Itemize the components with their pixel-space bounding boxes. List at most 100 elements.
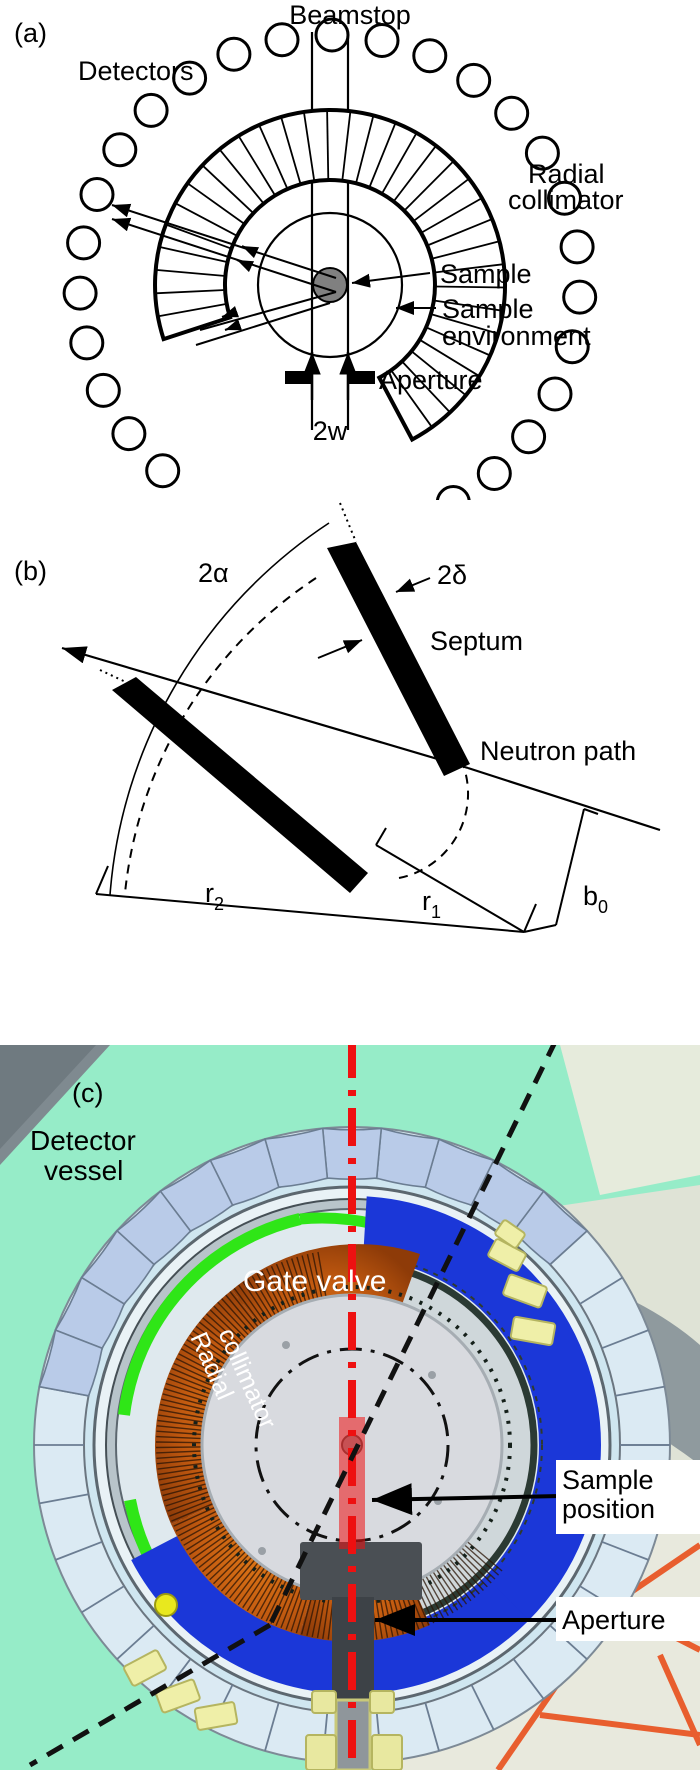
guide-lines-dashed: [28, 1045, 557, 1768]
detector-element: [133, 92, 169, 128]
collimator-blade-c: [233, 1287, 263, 1326]
outer-arc-r2: [109, 522, 330, 896]
detector-segment-divider: [264, 1702, 280, 1752]
collimator-blade-c: [233, 1564, 263, 1602]
sample-environment-circle: [256, 211, 404, 359]
detector-element: [524, 135, 560, 171]
collimator-blade-c: [301, 1255, 315, 1301]
collimator-blade-c: [189, 1334, 229, 1362]
collimator-blade: [155, 289, 226, 295]
detector-element: [456, 62, 492, 98]
collimator-blade-c: [435, 1568, 463, 1608]
dimension-r1: [375, 827, 525, 933]
radial-collimator: [153, 108, 507, 443]
detector-element: [476, 456, 512, 491]
collimator-blade-c: [256, 1273, 280, 1315]
dimension-b0: [523, 808, 599, 933]
panel-a: Beamstop (a) Detectors Radial collimator…: [0, 0, 700, 500]
collimator-blade: [159, 246, 228, 263]
aperture-label: Aperture: [379, 365, 483, 395]
septum-left: [112, 677, 368, 893]
detector-element: [511, 419, 547, 455]
collimator-blade-c: [155, 1441, 203, 1444]
detector-element: [172, 60, 208, 96]
detector-segment-divider: [615, 1385, 665, 1397]
sample-position-label-line2: position: [562, 1494, 655, 1524]
detector-segment-divider: [601, 1329, 649, 1350]
collimator-blade: [390, 369, 433, 428]
collimator-blade-c: [180, 1517, 222, 1542]
collimator-blade-c: [445, 1561, 476, 1598]
collimator-blade-c: [432, 1571, 459, 1611]
collimator-blade-c: [237, 1566, 266, 1606]
collimator-blade-c: [169, 1372, 213, 1391]
collimator-blade: [303, 111, 316, 182]
collimator-blade: [165, 223, 232, 250]
collimator-blade-c: [169, 1498, 213, 1517]
collimator-blade-c: [306, 1254, 319, 1300]
collimator-blade-c: [156, 1425, 203, 1431]
collimator-blade-c: [173, 1362, 216, 1384]
collimator-blade-c: [311, 1252, 323, 1299]
collimator-blade-c: [213, 1550, 247, 1585]
collimator-blade-c: [255, 1575, 280, 1617]
two-alpha-label: 2α: [198, 558, 229, 588]
sample-environment-label-line1: Sample: [442, 294, 534, 324]
collimator-blade-c: [198, 1321, 236, 1352]
collimator-blade-c: [224, 1559, 256, 1596]
detector-segment-divider: [424, 1702, 440, 1752]
detector-element: [562, 279, 598, 315]
detector-segment-divider: [579, 1276, 623, 1305]
sample-position-arrow: [371, 1483, 561, 1516]
detector-element: [314, 17, 350, 53]
collimator-blade: [218, 148, 265, 205]
collimator-blade-c: [165, 1491, 210, 1507]
detector-element: [494, 95, 530, 131]
collimator-blade: [368, 122, 397, 188]
sample-position-label-box: [556, 1460, 700, 1534]
sample-label: Sample: [440, 259, 532, 289]
collimator-blade: [163, 316, 231, 340]
beam-axis-red-band: [339, 1417, 365, 1549]
radial-collimator-label-line1: Radial: [528, 159, 605, 189]
detector-element: [559, 229, 595, 265]
detector-element: [102, 132, 138, 168]
collimator-blade: [420, 197, 483, 234]
collimator-blade-c: [157, 1419, 204, 1427]
collimator-blade-c: [189, 1528, 228, 1556]
detector-element: [364, 23, 400, 58]
collimator-blade-c: [186, 1524, 226, 1551]
sample-plate-bolts: [258, 1341, 442, 1555]
collimator-blade: [425, 326, 491, 357]
detector-segment-divider: [39, 1493, 89, 1505]
sample-position-label-line1: Sample: [562, 1465, 654, 1495]
detector-segment-divider: [601, 1540, 649, 1561]
collimator-blade-c: [280, 1261, 299, 1306]
collimator-blade-c: [213, 1305, 247, 1340]
wall-corner-left-inner: [0, 1045, 96, 1149]
detector-element: [79, 177, 115, 212]
vessel-fixtures-right: [487, 1219, 557, 1347]
detector-segment-divider: [470, 1684, 495, 1731]
aperture-block-right: [348, 371, 375, 384]
collimator-blade: [403, 160, 455, 212]
collimator-blade-c: [247, 1278, 273, 1319]
tangent-ticks: [99, 502, 357, 685]
collimator-blade: [392, 145, 437, 203]
collimator-blade-c: [171, 1502, 215, 1522]
septum-right: [327, 542, 470, 776]
panel-c: Sample position Aperture (c) Detector ve…: [0, 1045, 700, 1770]
neutron-path-label: Neutron path: [480, 736, 636, 766]
collimator-blade-c: [163, 1487, 209, 1502]
collimator-blade: [174, 202, 238, 237]
collimator-blade: [381, 132, 418, 195]
collimator-blade-c: [238, 1284, 266, 1324]
collimator-blade: [187, 182, 246, 225]
detector-element: [85, 372, 121, 408]
panel-b-diagram: (b) 2α 2δ Septum Neutron path r2 r1 b0: [14, 502, 661, 933]
detector-element: [145, 453, 181, 489]
detector-vessel-label-line1: Detector: [30, 1125, 136, 1156]
collimator-blade: [326, 109, 330, 181]
collimator-blade-c: [225, 1294, 256, 1331]
vessel-fixtures-left-bottom: [123, 1649, 239, 1731]
